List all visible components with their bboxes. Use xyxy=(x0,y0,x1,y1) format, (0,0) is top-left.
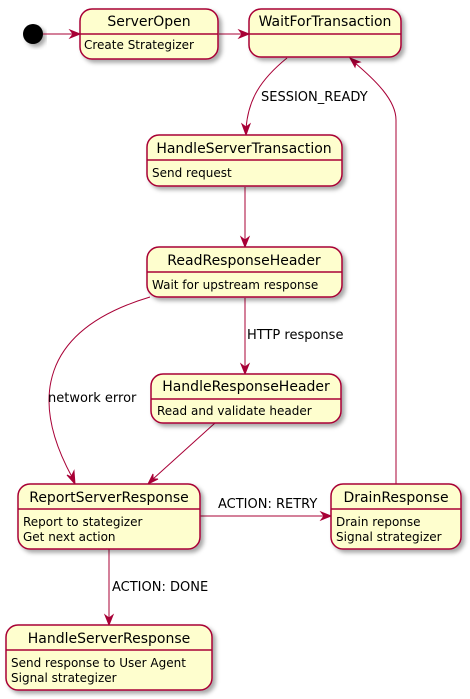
state-description: Send response to User Agent xyxy=(11,656,186,670)
arrowhead xyxy=(237,28,251,40)
state-description: Read and validate header xyxy=(157,404,312,418)
state-title: ReadResponseHeader xyxy=(167,253,321,269)
arrowhead xyxy=(319,510,333,522)
state-handle-response-header: HandleResponseHeader Read and validate h… xyxy=(150,373,342,424)
arrowhead xyxy=(348,57,362,69)
state-title: ServerOpen xyxy=(107,14,190,30)
state-title: HandleServerTransaction xyxy=(156,141,331,157)
edge-drain-to-wait xyxy=(354,62,397,484)
arrowhead xyxy=(103,613,115,627)
state-server-open: ServerOpen Create Strategizer xyxy=(79,8,219,60)
label-network-error: network error xyxy=(48,391,137,406)
state-description: Create Strategizer xyxy=(84,38,194,52)
state-description: Send request xyxy=(152,166,232,180)
arrowhead xyxy=(66,469,76,486)
arrowhead xyxy=(240,122,252,137)
start-node xyxy=(23,24,43,44)
state-report-server-response: ReportServerResponse Report to stategize… xyxy=(17,483,201,550)
arrowhead xyxy=(239,235,251,249)
state-description: Report to stategizer xyxy=(23,515,142,529)
arrowhead xyxy=(239,362,251,376)
state-title: ReportServerResponse xyxy=(29,490,189,506)
edge-handle-header-to-report xyxy=(152,422,216,480)
arrowhead xyxy=(146,473,159,486)
edge-wait-to-handle-transaction xyxy=(245,57,288,130)
state-handle-server-transaction: HandleServerTransaction Send request xyxy=(146,134,343,187)
edges xyxy=(43,28,397,627)
state-description: Get next action xyxy=(23,530,116,544)
state-description: Signal strategizer xyxy=(336,530,442,544)
state-read-response-header: ReadResponseHeader Wait for upstream res… xyxy=(146,246,343,298)
state-description: Drain reponse xyxy=(336,515,421,529)
state-title: HandleResponseHeader xyxy=(162,379,330,395)
edge-read-header-to-report xyxy=(48,296,151,478)
label-action-done: ACTION: DONE xyxy=(112,580,208,595)
label-session-ready: SESSION_READY xyxy=(261,90,368,105)
state-handle-server-response: HandleServerResponse Send response to Us… xyxy=(5,624,213,691)
state-description: Wait for upstream response xyxy=(152,278,318,292)
state-drain-response: DrainResponse Drain reponse Signal strat… xyxy=(330,483,462,550)
state-title: DrainResponse xyxy=(343,490,448,506)
state-wait-for-transaction: WaitForTransaction xyxy=(248,8,402,58)
arrowhead xyxy=(68,28,82,40)
state-title: HandleServerResponse xyxy=(28,631,191,647)
state-description: Signal strategizer xyxy=(11,671,117,685)
label-http-response: HTTP response xyxy=(247,328,343,343)
state-title: WaitForTransaction xyxy=(259,14,392,30)
label-action-retry: ACTION: RETRY xyxy=(218,497,317,512)
